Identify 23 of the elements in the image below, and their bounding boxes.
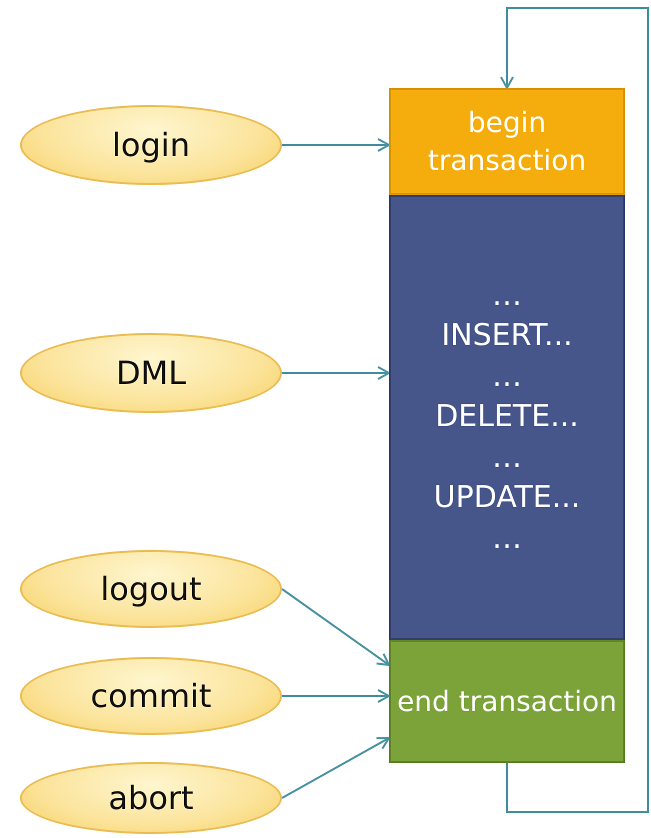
arrow (282, 138, 390, 152)
arrow (282, 366, 390, 380)
node-label: logout (100, 570, 202, 608)
arrow (282, 689, 390, 703)
node-label: … (492, 276, 522, 315)
node-label: … (492, 438, 522, 477)
arrow (282, 737, 390, 799)
node-label: DELETE... (435, 398, 579, 436)
node-label: … (492, 520, 522, 558)
node-label: commit (90, 677, 212, 715)
arrow (281, 588, 390, 666)
process-box (389, 88, 625, 195)
node-label: login (112, 126, 190, 164)
node-label: end transaction (397, 684, 617, 720)
node-label: … (492, 358, 522, 396)
node-label: DML (116, 354, 186, 392)
node-label: begin transaction (426, 104, 588, 178)
arrow (500, 7, 649, 813)
node-label: abort (108, 779, 194, 817)
process-box (389, 640, 625, 763)
process-box (389, 195, 625, 640)
node-label: UPDATE... (434, 479, 580, 518)
node-label: INSERT... (441, 317, 573, 356)
